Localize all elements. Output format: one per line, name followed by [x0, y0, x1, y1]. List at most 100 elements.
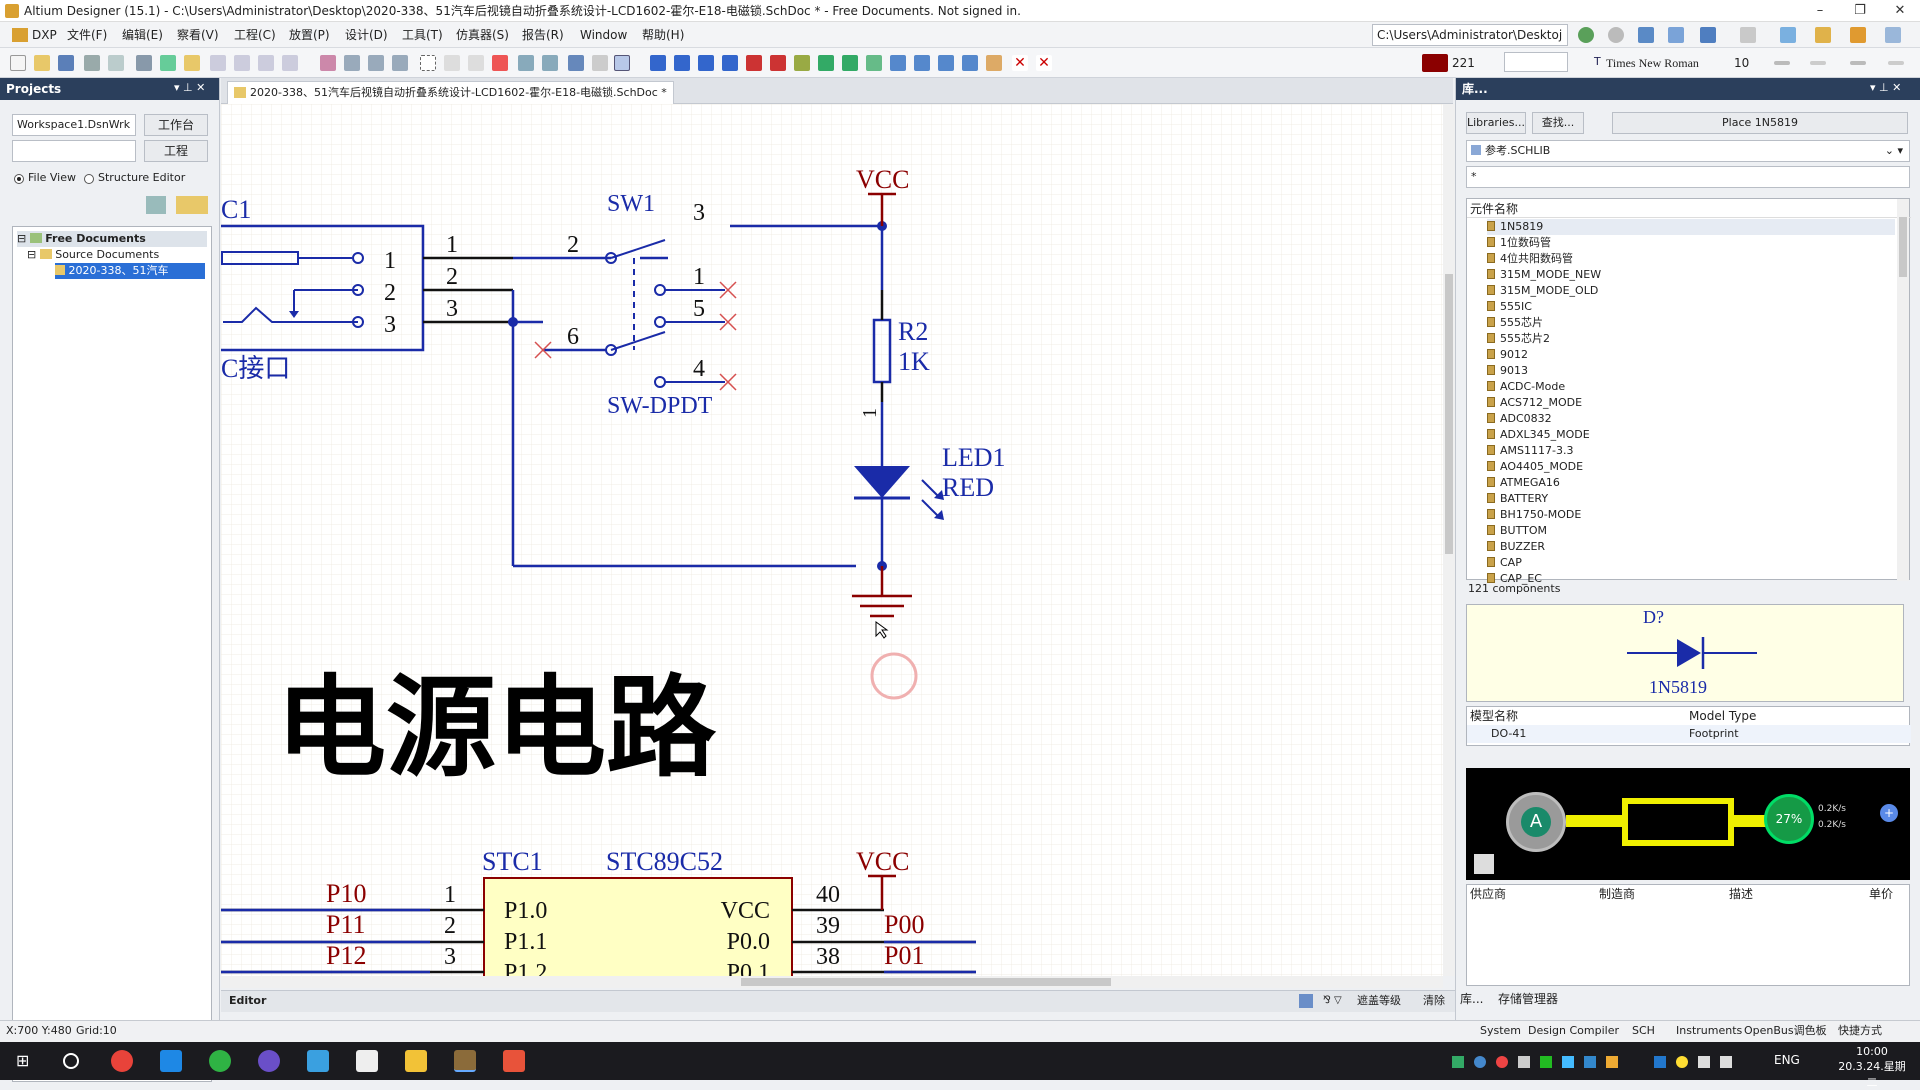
mask-level-button[interactable]: 遮盖等级: [1357, 994, 1401, 1007]
component-row[interactable]: ADC0832: [1487, 411, 1552, 427]
u-app-icon[interactable]: [160, 1050, 182, 1072]
tab-design-compiler[interactable]: Design Compiler: [1528, 1024, 1619, 1037]
undo-icon[interactable]: [518, 55, 534, 71]
no-erc-icon[interactable]: ✕: [1012, 55, 1028, 71]
horizontal-scrollbar[interactable]: [221, 976, 1443, 988]
editor-tab[interactable]: Editor: [229, 994, 267, 1007]
align-icon[interactable]: [1774, 61, 1790, 65]
pen-icon[interactable]: [1299, 994, 1313, 1008]
select-icon[interactable]: [468, 55, 484, 71]
move-icon[interactable]: [444, 55, 460, 71]
pen-icon[interactable]: [1700, 27, 1716, 43]
component-row[interactable]: 9013: [1487, 363, 1528, 379]
home-icon[interactable]: [1638, 27, 1654, 43]
color-swatch[interactable]: [1422, 54, 1448, 72]
new-icon[interactable]: [10, 55, 26, 71]
part-icon[interactable]: [794, 55, 810, 71]
menu-tools[interactable]: 工具(T): [402, 28, 443, 42]
component-row[interactable]: BUTTOM: [1487, 523, 1547, 539]
ppt-icon[interactable]: [503, 1050, 525, 1072]
library-select[interactable]: 参考.SCHLIB ⌄ ▾: [1466, 140, 1910, 162]
file-view-radio[interactable]: [14, 174, 24, 184]
tab-sch[interactable]: SCH: [1632, 1024, 1655, 1037]
workspace-button[interactable]: 工作台: [144, 114, 208, 136]
tree-root[interactable]: ⊟ Free Documents: [17, 231, 207, 247]
component-row[interactable]: 555芯片2: [1487, 331, 1550, 347]
component-row[interactable]: 9012: [1487, 347, 1528, 363]
project-folder-icon[interactable]: [176, 196, 208, 214]
w-app-icon[interactable]: [258, 1050, 280, 1072]
vertical-scroll-thumb[interactable]: [1445, 274, 1453, 554]
mcu-stc1[interactable]: [483, 877, 793, 976]
cut-icon[interactable]: [320, 55, 336, 71]
project-field[interactable]: [12, 140, 136, 162]
folder-icon[interactable]: [184, 55, 200, 71]
menu-edit[interactable]: 编辑(E): [122, 28, 163, 42]
panel-menu-icon[interactable]: ▾ ⊥ ✕: [174, 81, 206, 94]
resistor-r2[interactable]: [872, 290, 892, 402]
zoom-select-icon[interactable]: [258, 55, 274, 71]
forward-icon[interactable]: [1578, 27, 1594, 43]
supplier-col[interactable]: 供应商: [1470, 887, 1507, 901]
component-row[interactable]: AO4405_MODE: [1487, 459, 1583, 475]
clear-button[interactable]: 清除: [1423, 994, 1445, 1007]
component-row[interactable]: 1位数码管: [1487, 235, 1551, 251]
menu-reports[interactable]: 报告(R): [522, 28, 564, 42]
vcc-icon[interactable]: [770, 55, 786, 71]
zoom-fit-icon[interactable]: [210, 55, 226, 71]
clock[interactable]: 10:00 20.3.24.星期二: [1836, 1045, 1908, 1090]
component-row[interactable]: ADXL345_MODE: [1487, 427, 1590, 443]
people-icon[interactable]: [307, 1050, 329, 1072]
connector-c1[interactable]: [221, 224, 425, 352]
notes-icon[interactable]: [356, 1050, 378, 1072]
led-led1[interactable]: [854, 466, 944, 520]
bus-icon[interactable]: [674, 55, 690, 71]
grid-icon[interactable]: [1885, 27, 1901, 43]
model-col-type[interactable]: Model Type: [1689, 709, 1757, 723]
libraries-button[interactable]: Libraries...: [1466, 112, 1526, 134]
line-style-icon[interactable]: [1810, 61, 1826, 65]
wire-icon[interactable]: [650, 55, 666, 71]
save-icon[interactable]: [58, 55, 74, 71]
open-icon[interactable]: [34, 55, 50, 71]
ime-indicator[interactable]: ENG: [1774, 1053, 1800, 1067]
sheet-symbol-icon[interactable]: [818, 55, 834, 71]
windows-start-icon[interactable]: ⊞: [16, 1051, 30, 1070]
minimize-button[interactable]: –: [1816, 3, 1824, 18]
pin-icon[interactable]: [1815, 27, 1831, 43]
deselect-icon[interactable]: [492, 55, 508, 71]
menu-view[interactable]: 察看(V): [177, 28, 219, 42]
rotate-icon[interactable]: [1850, 27, 1866, 43]
network-widget[interactable]: 27%: [1764, 794, 1814, 844]
font-name[interactable]: Times New Roman: [1606, 56, 1699, 70]
down-icon[interactable]: [1780, 27, 1796, 43]
format-field[interactable]: [1504, 52, 1568, 72]
arrow-icon[interactable]: [1740, 27, 1756, 43]
structure-editor-radio[interactable]: [84, 174, 94, 184]
component-row[interactable]: BUZZER: [1487, 539, 1545, 555]
description-col[interactable]: 描述: [1729, 887, 1754, 901]
component-row[interactable]: 555IC: [1487, 299, 1532, 315]
print-icon[interactable]: [84, 55, 100, 71]
stop-icon[interactable]: [1608, 27, 1624, 43]
plus-icon[interactable]: +: [1880, 804, 1898, 822]
workspace-select[interactable]: Workspace1.DsnWrk: [12, 114, 136, 136]
component-row[interactable]: 1N5819: [1487, 219, 1895, 235]
select-area-icon[interactable]: [420, 55, 436, 71]
component-row[interactable]: 315M_MODE_OLD: [1487, 283, 1598, 299]
signal-harness-icon[interactable]: [962, 55, 978, 71]
zoom-menu-icon[interactable]: [282, 55, 298, 71]
zoom-area-icon[interactable]: [234, 55, 250, 71]
horizontal-scroll-thumb[interactable]: [741, 978, 1111, 986]
menu-file[interactable]: 文件(F): [67, 28, 108, 42]
list-scrollbar[interactable]: [1897, 199, 1909, 581]
component-row[interactable]: ACDC-Mode: [1487, 379, 1565, 395]
path-field[interactable]: C:\Users\Administrator\Desktoj: [1372, 24, 1568, 46]
vertical-scrollbar[interactable]: [1443, 104, 1455, 976]
document-tab[interactable]: 2020-338、51汽车后视镜自动折叠系统设计-LCD1602-霍尔-E18-…: [227, 81, 674, 104]
component-col-header[interactable]: 元件名称: [1470, 202, 1519, 216]
tab-system[interactable]: System: [1480, 1024, 1522, 1037]
component-row[interactable]: 315M_MODE_NEW: [1487, 267, 1601, 283]
project-button[interactable]: 工程: [144, 140, 208, 162]
restore-button[interactable]: ❐: [1854, 3, 1866, 18]
